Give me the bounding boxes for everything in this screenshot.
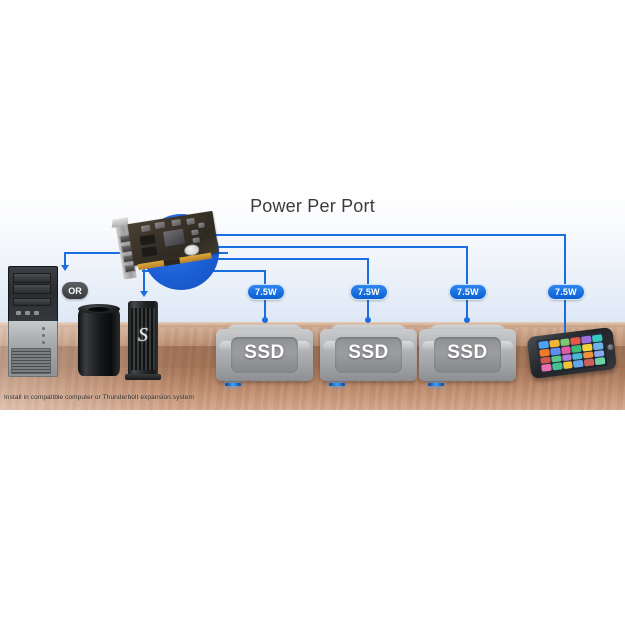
cylinder-vent-opening (88, 307, 110, 312)
connector-port4-horizontal (155, 234, 565, 236)
banner-title: Power Per Port (250, 196, 375, 216)
phone-app-icon (549, 347, 561, 356)
phone-app-icon (594, 357, 606, 366)
ssd-1-label: SSD (244, 342, 285, 363)
card-chip-d (186, 217, 196, 225)
card-chip-a (140, 224, 151, 233)
ssd-2-body: SSD (320, 329, 417, 386)
card-connector-b (141, 246, 158, 258)
or-badge-label: OR (68, 285, 82, 296)
connector-port2-drop (367, 297, 369, 319)
phone-app-icon (540, 356, 551, 365)
ssd-3-panel: SSD (434, 337, 501, 373)
tower-button-2 (25, 311, 30, 315)
card-main-chip (163, 228, 186, 247)
phone-app-icon (593, 349, 605, 358)
phone-app-icon (559, 338, 571, 347)
card-finger-notch (163, 257, 181, 267)
connector-tower-arrow (61, 265, 69, 271)
ssd-3-body: SSD (419, 329, 516, 386)
phone-app-icon (592, 341, 604, 350)
connector-port3-endpoint (464, 317, 470, 323)
power-badge-2-label: 7.5W (358, 287, 380, 297)
connector-port2-endpoint (365, 317, 371, 323)
tower-indicator-2 (42, 334, 45, 337)
phone-app-icon (572, 352, 584, 361)
power-badge-3: 7.5W (449, 284, 487, 300)
chassis-vents (131, 308, 155, 370)
connector-port2-horizontal (148, 258, 368, 260)
connector-port4-vertical (564, 234, 566, 288)
phone-app-icon (560, 345, 572, 354)
ssd-1-panel: SSD (231, 337, 298, 373)
chassis-logo: S (138, 324, 148, 346)
phone-app-icon (539, 348, 550, 357)
phone-app-icon (549, 339, 560, 348)
install-caption: Install in compatible computer or Thunde… (4, 394, 194, 401)
desktop-tower (8, 266, 58, 377)
phone-app-icon (573, 359, 584, 368)
tower-drive-bay-2 (13, 284, 51, 294)
phone-app-icon (541, 363, 552, 372)
tower-button-3 (34, 311, 39, 315)
ssd-1-body: SSD (216, 329, 313, 386)
ssd-enclosure-2: SSD (320, 319, 417, 386)
phone-app-icon (571, 344, 583, 353)
connector-chassis-arrow (140, 291, 148, 297)
power-per-port-banner: Power Per Port (0, 186, 625, 410)
phone-app-icon (570, 336, 582, 345)
ssd-3-led (428, 383, 444, 386)
card-chip-c (171, 219, 182, 227)
ssd-2-led (329, 383, 345, 386)
ssd-enclosure-3: SSD (419, 319, 516, 386)
connector-port3-drop (466, 297, 468, 319)
phone-app-icon (592, 334, 603, 343)
connector-card-to-chassis-vertical (143, 262, 145, 292)
power-badge-2: 7.5W (350, 284, 388, 300)
phone-app-icon (562, 361, 574, 370)
phone-app-icon (550, 354, 562, 363)
ssd-2-label: SSD (348, 342, 389, 363)
phone-app-icon (583, 350, 594, 359)
tower-indicator-1 (42, 327, 45, 330)
connector-port2-vertical (367, 258, 369, 288)
ssd-enclosure-1: SSD (216, 319, 313, 386)
power-badge-4-label: 7.5W (555, 287, 577, 297)
card-chip-b (154, 221, 166, 230)
card-chip-e (191, 229, 199, 236)
ssd-1-led (225, 383, 241, 386)
connector-port3-vertical (466, 246, 468, 288)
table-front-edge (0, 322, 625, 327)
card-chip-g (198, 222, 205, 229)
tower-drive-bay-3 (13, 298, 51, 306)
power-badge-1-label: 7.5W (255, 287, 277, 297)
power-badge-4: 7.5W (547, 284, 585, 300)
card-chip-f (192, 237, 201, 244)
power-badge-3-label: 7.5W (457, 287, 479, 297)
phone-app-icon (561, 353, 573, 362)
tower-button-1 (16, 311, 21, 315)
phone-app-icon (582, 343, 593, 352)
card-connector-a (139, 234, 156, 246)
tower-front-grill (11, 348, 51, 374)
connector-port1-endpoint (262, 317, 268, 323)
phone-app-icon (584, 358, 595, 367)
or-badge: OR (62, 282, 88, 299)
connector-tower-vertical (64, 252, 66, 266)
cylinder-computer (78, 308, 120, 376)
ssd-3-label: SSD (447, 342, 488, 363)
tower-indicator-3 (42, 341, 45, 344)
connector-port1-vertical (264, 270, 266, 288)
phone-app-icon (581, 335, 592, 344)
ssd-2-panel: SSD (335, 337, 402, 373)
connector-port1-drop (264, 297, 266, 319)
tower-drive-bay-1 (13, 273, 51, 283)
chassis-base (125, 374, 161, 380)
phone-app-icon (538, 340, 549, 349)
power-badge-1: 7.5W (247, 284, 285, 300)
connector-port4-drop (564, 297, 566, 335)
connector-port3-horizontal (150, 246, 467, 248)
phone-app-icon (551, 362, 563, 371)
tower-upper-bezel (8, 266, 58, 322)
